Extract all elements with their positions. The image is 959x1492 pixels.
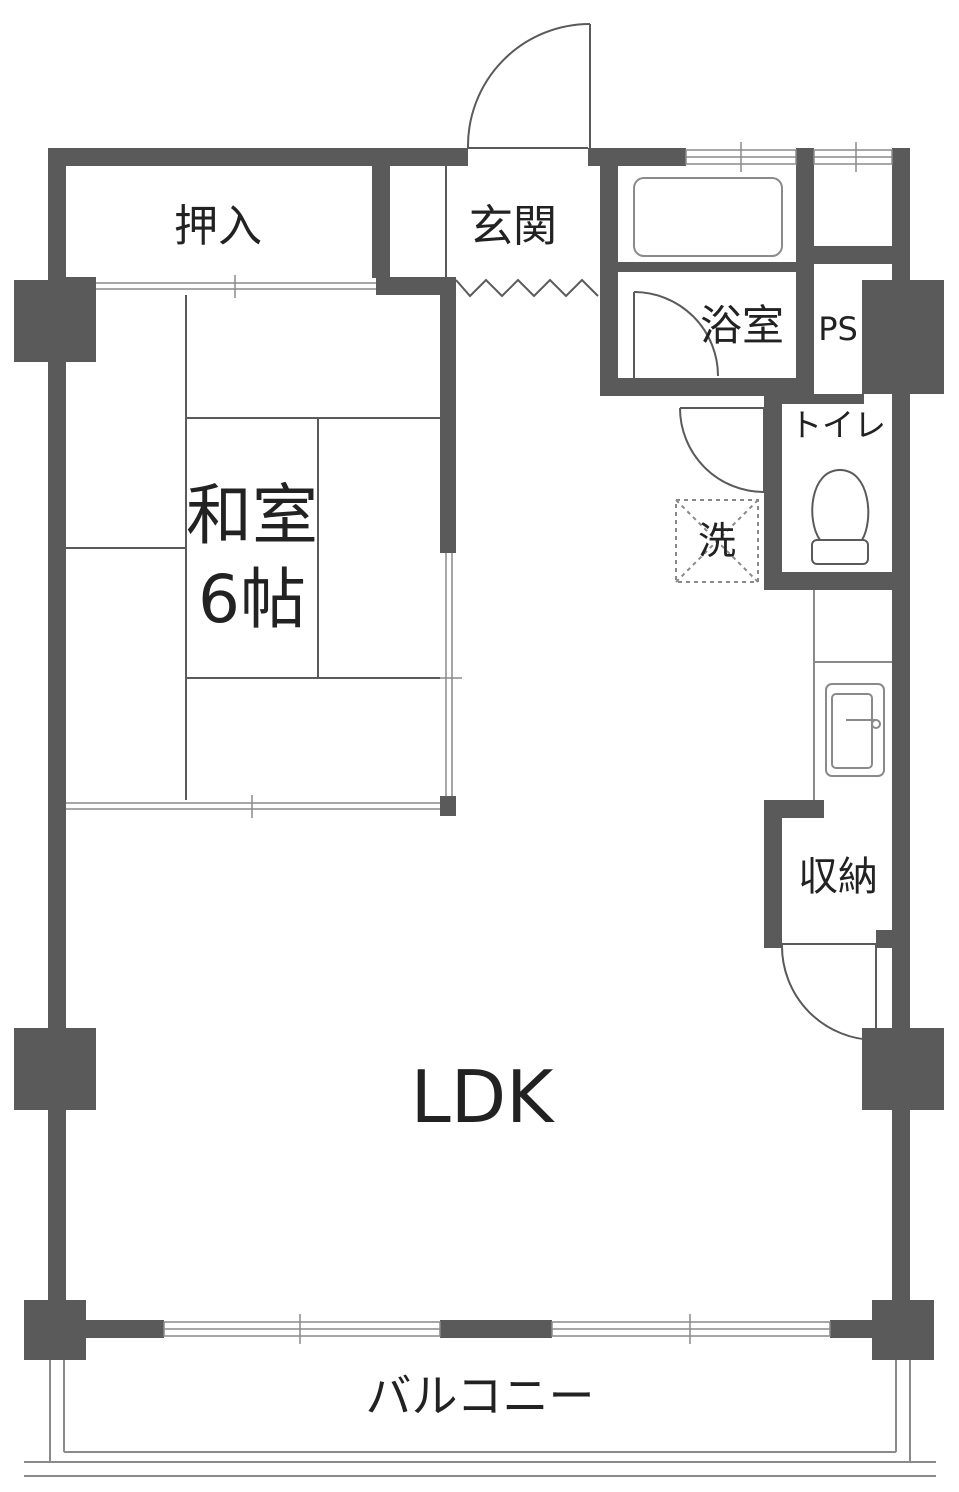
toilet-icon (811, 468, 870, 565)
toilet-label: トイレ (790, 406, 886, 444)
room-labels: 押入 玄関 和室 6帖 浴室 PS トイレ 洗 収納 LDK バルコニー (174, 201, 886, 1423)
pipe-space-label: PS (818, 310, 858, 348)
fixtures (633, 177, 892, 800)
doors (445, 23, 877, 1041)
balcony (24, 1360, 936, 1477)
closet-label: 押入 (174, 201, 262, 252)
bathtub-icon (633, 177, 783, 257)
tatami-mats (66, 295, 440, 800)
walls (14, 148, 944, 1360)
japanese-room-size-label: 6帖 (198, 561, 306, 638)
ldk-label: LDK (411, 1055, 556, 1139)
washer-label: 洗 (698, 519, 736, 563)
kitchen-counter-icon (813, 590, 892, 800)
storage-label: 収納 (798, 854, 878, 900)
washer-space-icon (675, 499, 759, 583)
balcony-label: バルコニー (365, 1369, 594, 1423)
windows (66, 142, 893, 1344)
japanese-room-label: 和室 (186, 477, 318, 554)
entrance-label: 玄関 (469, 201, 557, 252)
bathroom-label: 浴室 (700, 301, 784, 350)
